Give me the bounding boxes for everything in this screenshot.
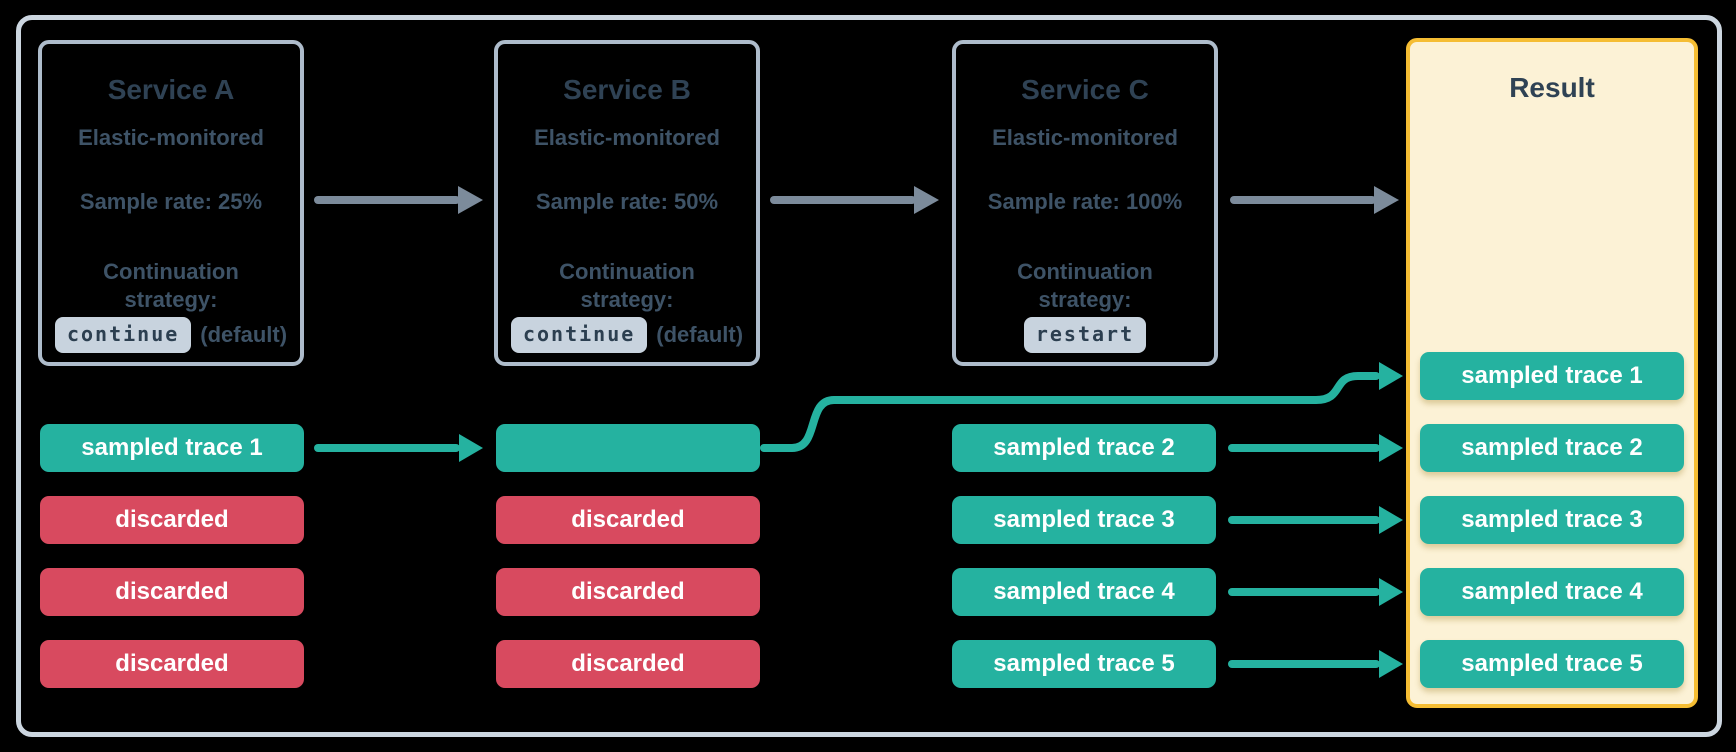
trace-chip-sampled: sampled trace 5: [952, 640, 1216, 688]
diagram-outer-frame: [16, 15, 1722, 737]
strategy-word: strategy:: [1038, 287, 1132, 312]
service-c-strategy-row: restart: [1023, 317, 1147, 353]
service-b-continuation-label: Continuation strategy:: [559, 258, 695, 314]
service-a-box: Service A Elastic-monitored Sample rate:…: [38, 40, 304, 366]
trace-chip-discarded: discarded: [496, 640, 760, 688]
service-b-box: Service B Elastic-monitored Sample rate:…: [494, 40, 760, 366]
service-a-strategy-code-chip: continue: [54, 317, 192, 353]
strategy-word: strategy:: [124, 287, 218, 312]
trace-chip-sampled: sampled trace 1: [40, 424, 304, 472]
result-title: Result: [1509, 72, 1595, 103]
service-b-strategy-default-note: (default): [656, 322, 744, 347]
trace-chip-discarded: discarded: [40, 568, 304, 616]
service-a-monitoring: Elastic-monitored: [78, 125, 264, 150]
result-trace-chip: sampled trace 3: [1420, 496, 1684, 544]
trace-chip-sampled: sampled trace 3: [952, 496, 1216, 544]
service-a-title: Service A: [107, 74, 235, 105]
trace-chip-discarded: discarded: [496, 496, 760, 544]
trace-chip-discarded: discarded: [40, 640, 304, 688]
result-trace-chip: sampled trace 4: [1420, 568, 1684, 616]
trace-chip-sampled: sampled trace 2: [952, 424, 1216, 472]
result-trace-chip: sampled trace 2: [1420, 424, 1684, 472]
trace-chip-discarded: discarded: [40, 496, 304, 544]
result-trace-chip: sampled trace 5: [1420, 640, 1684, 688]
service-c-sample-rate: Sample rate: 100%: [987, 189, 1183, 214]
service-a-continuation-label: Continuation strategy:: [103, 258, 239, 314]
continuation-word: Continuation: [1017, 259, 1153, 284]
service-b-sample-rate: Sample rate: 50%: [535, 189, 719, 214]
strategy-word: strategy:: [580, 287, 674, 312]
service-c-continuation-label: Continuation strategy:: [1017, 258, 1153, 314]
service-b-monitoring: Elastic-monitored: [534, 125, 720, 150]
trace-chip-discarded: discarded: [496, 568, 760, 616]
service-c-title: Service C: [1021, 74, 1149, 105]
service-a-strategy-default-note: (default): [200, 322, 288, 347]
service-c-monitoring: Elastic-monitored: [992, 125, 1178, 150]
service-b-title: Service B: [563, 74, 691, 105]
service-a-sample-rate: Sample rate: 25%: [79, 189, 263, 214]
service-b-strategy-code-chip: continue: [510, 317, 648, 353]
result-trace-chip: sampled trace 1: [1420, 352, 1684, 400]
trace-chip-sampled-unlabeled: [496, 424, 760, 472]
service-b-strategy-row: continue (default): [510, 317, 744, 353]
service-c-box: Service C Elastic-monitored Sample rate:…: [952, 40, 1218, 366]
trace-chip-sampled: sampled trace 4: [952, 568, 1216, 616]
continuation-word: Continuation: [103, 259, 239, 284]
continuation-word: Continuation: [559, 259, 695, 284]
service-a-strategy-row: continue (default): [54, 317, 288, 353]
service-c-strategy-code-chip: restart: [1023, 317, 1147, 353]
